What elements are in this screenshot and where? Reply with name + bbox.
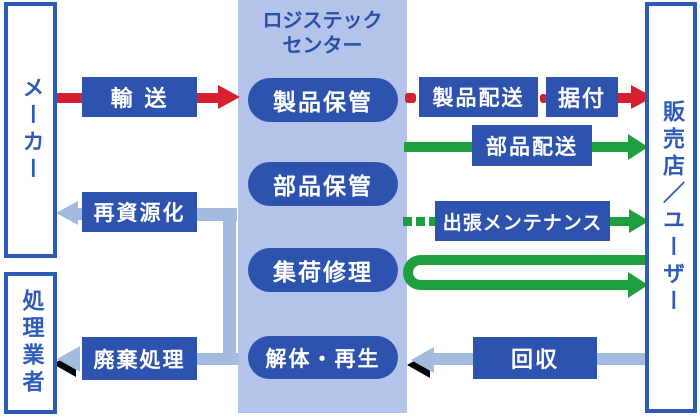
pickup-repair-return-shaft — [440, 280, 630, 290]
maintenance-dashed-line — [403, 217, 436, 226]
maker-label: メーカー — [18, 76, 44, 184]
disposal-line — [197, 353, 239, 365]
recycling-arrowhead-icon — [56, 201, 78, 225]
dealer-user-label: 販売店／ユーザー — [659, 99, 684, 316]
maintenance-arrowhead-icon — [629, 209, 649, 233]
maintenance-arrow-shaft — [610, 217, 631, 226]
pickup-repair-uturn — [403, 255, 445, 290]
dealer-user-box: 販売店／ユーザー — [645, 2, 697, 413]
installation-arrow-shaft — [618, 93, 633, 103]
logistics-center-title-line2: センター — [282, 33, 363, 57]
transport-arrow-shaft — [197, 93, 220, 103]
disposal-arrowhead-icon — [57, 346, 80, 372]
pill-dismantle-recycle: 解体・再生 — [248, 336, 398, 379]
parts-delivery-box: 部品配送 — [472, 125, 592, 166]
recycling-box: 再資源化 — [82, 192, 197, 232]
transport-arrowhead-icon — [218, 85, 240, 109]
recycle-disposal-vertical-connector — [223, 208, 236, 365]
recycling-arrow-stub — [74, 208, 84, 220]
collection-arrowhead-icon — [411, 347, 434, 373]
product-delivery-box: 製品配送 — [419, 77, 538, 117]
processor-label: 処理業者 — [18, 289, 44, 397]
logistics-center-title-line1: ロジステック — [262, 8, 383, 32]
processor-box: 処理業者 — [4, 272, 57, 414]
collection-box: 回収 — [473, 337, 597, 379]
installation-box: 据付 — [546, 77, 618, 117]
pill-pickup-repair: 集荷修理 — [248, 248, 398, 292]
installation-connector — [540, 94, 547, 103]
pill-product-storage: 製品保管 — [248, 78, 398, 122]
logistics-center-title: ロジステック センター — [238, 8, 407, 58]
product-delivery-connector — [405, 93, 416, 103]
maker-box: メーカー — [4, 2, 57, 258]
parts-delivery-arrowhead-icon — [628, 134, 648, 160]
maintenance-box: 出張メンテナンス — [435, 201, 610, 241]
pill-parts-storage: 部品保管 — [248, 162, 398, 206]
disposal-box: 廃棄処理 — [82, 337, 197, 380]
transport-arrow-stub — [57, 93, 82, 103]
pickup-repair-arrowhead-icon — [628, 272, 648, 298]
transport-box: 輸 送 — [82, 77, 197, 117]
pickup-repair-inbound-line — [440, 255, 647, 265]
